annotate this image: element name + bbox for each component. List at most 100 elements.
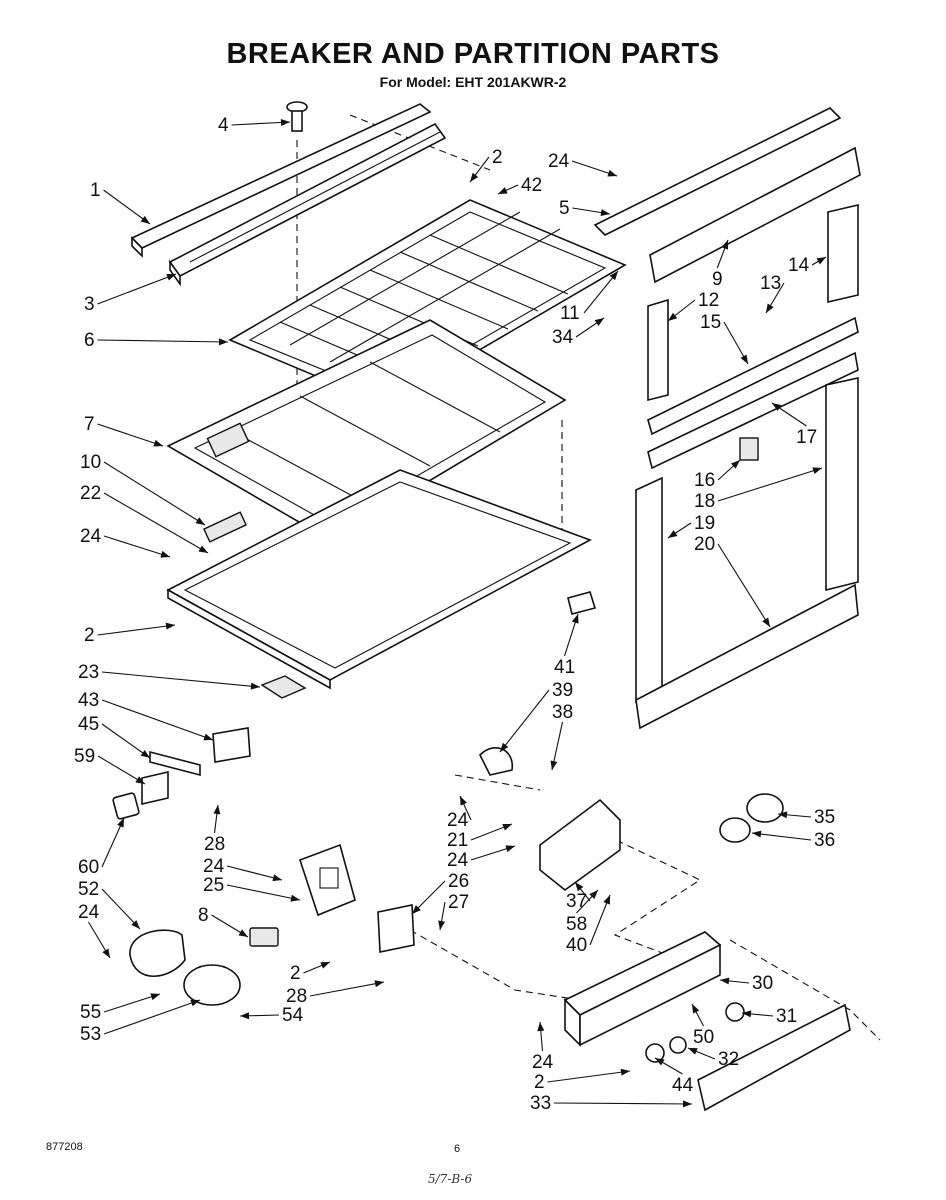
arrowhead-c11 — [609, 271, 618, 281]
callout-c24e: 24 — [447, 850, 469, 871]
arrowhead-c55 — [150, 993, 160, 1001]
arrowhead-c26 — [412, 905, 421, 914]
callout-c33: 33 — [530, 1093, 551, 1114]
gasket-60-icon — [112, 792, 140, 820]
callout-c3: 3 — [84, 294, 95, 315]
callout-c5: 5 — [559, 198, 570, 219]
callout-c25: 25 — [203, 875, 224, 896]
arrowhead-c12 — [668, 312, 678, 321]
light-socket-39-icon — [479, 747, 513, 776]
callout-c20: 20 — [694, 534, 715, 555]
callout-c41: 41 — [554, 657, 575, 678]
leader-c43 — [101, 699, 214, 741]
leader-c6 — [97, 339, 229, 343]
callout-c39: 39 — [552, 680, 573, 701]
leader-c55 — [103, 993, 161, 1013]
arrowhead-c9 — [721, 240, 729, 250]
leader-c20 — [717, 543, 771, 628]
control-panel-30 — [563, 931, 722, 1047]
leader-c10 — [103, 461, 206, 526]
callout-c38: 38 — [552, 702, 573, 723]
arrowhead-c33 — [682, 1100, 692, 1108]
callout-c45: 45 — [78, 714, 99, 735]
callout-c7: 7 — [84, 414, 95, 435]
knob-31-icon — [725, 1002, 745, 1022]
arrowhead-c13 — [766, 303, 774, 313]
arrowhead-c27 — [438, 920, 446, 930]
callout-c42: 42 — [521, 175, 542, 196]
motor-53-icon — [183, 964, 241, 1006]
knob-32-icon — [669, 1036, 687, 1054]
callout-c6: 6 — [84, 330, 95, 351]
callout-c40: 40 — [566, 935, 587, 956]
arrowhead-c60 — [117, 818, 124, 828]
leader-c23 — [101, 671, 261, 688]
arrowhead-c41 — [571, 614, 579, 624]
arrowhead-c42 — [498, 187, 508, 194]
callout-c28b: 28 — [286, 986, 307, 1007]
callout-c1: 1 — [90, 180, 101, 201]
mullion-15 — [647, 316, 859, 436]
breaker-strip-1 — [130, 103, 432, 258]
arrowhead-c28a — [213, 805, 221, 815]
arrowhead-c59 — [135, 776, 145, 784]
divider-5 — [593, 107, 842, 236]
arrowhead-c45 — [140, 749, 150, 758]
connector-8-icon — [249, 927, 279, 947]
arrowhead-c38 — [550, 760, 558, 770]
arrowhead-c36 — [752, 830, 762, 838]
callout-c24b: 24 — [80, 526, 102, 547]
arrowhead-c2a — [470, 172, 479, 182]
arrowhead-c58 — [589, 890, 598, 899]
callout-c2b: 2 — [84, 625, 95, 646]
arrowhead-c24f — [102, 948, 110, 958]
callout-c58: 58 — [566, 914, 587, 935]
arrowhead-c2b — [165, 622, 175, 630]
callout-c2a: 2 — [492, 147, 503, 168]
trim-33 — [697, 1003, 851, 1112]
side-trim-14 — [827, 203, 859, 304]
callout-c34: 34 — [552, 327, 574, 348]
callout-c15: 15 — [700, 312, 721, 333]
model-subtitle: For Model: EHT 201AKWR-2 — [379, 74, 567, 90]
arrowhead-c43 — [203, 733, 213, 741]
callout-c26: 26 — [448, 871, 469, 892]
arrowhead-c54 — [240, 1012, 250, 1020]
arrowhead-c24g — [537, 1022, 545, 1032]
callout-c30: 30 — [752, 973, 773, 994]
callout-c27: 27 — [448, 892, 469, 913]
leader-c36 — [751, 832, 812, 841]
leader-c28b — [309, 981, 385, 997]
arrowhead-c14 — [816, 257, 826, 265]
arrowhead-c53 — [190, 999, 200, 1007]
callout-c32: 32 — [718, 1049, 739, 1070]
arrowhead-c25 — [290, 894, 300, 902]
callout-c24d: 24 — [203, 856, 225, 877]
frame-20 — [635, 583, 859, 730]
callout-c50: 50 — [693, 1027, 714, 1048]
arrowhead-c18 — [812, 467, 822, 475]
light-housing-37-icon — [539, 798, 621, 892]
arrowhead-c24c — [460, 796, 467, 806]
callout-c2d: 2 — [534, 1072, 545, 1093]
callout-c8: 8 — [198, 905, 209, 926]
arrowhead-c15 — [740, 354, 748, 364]
arrowhead-c52 — [131, 920, 140, 929]
mullion-17 — [647, 351, 859, 470]
arrowhead-c22 — [198, 545, 208, 553]
arrowhead-c31 — [742, 1010, 752, 1018]
callout-c59: 59 — [74, 746, 95, 767]
callout-c28a: 28 — [204, 834, 225, 855]
bracket-52-icon — [129, 929, 186, 978]
bracket-25-icon — [299, 843, 356, 917]
callout-c16: 16 — [694, 470, 715, 491]
arrowhead-c7 — [153, 439, 163, 447]
switch-59-icon — [141, 770, 169, 806]
leader-c24d — [226, 865, 283, 881]
leader-c52 — [101, 888, 141, 930]
arrowhead-c19 — [668, 530, 678, 538]
thermostat-45-icon — [149, 750, 201, 777]
leader-c24b — [103, 535, 171, 558]
arrowhead-c32 — [688, 1048, 698, 1055]
